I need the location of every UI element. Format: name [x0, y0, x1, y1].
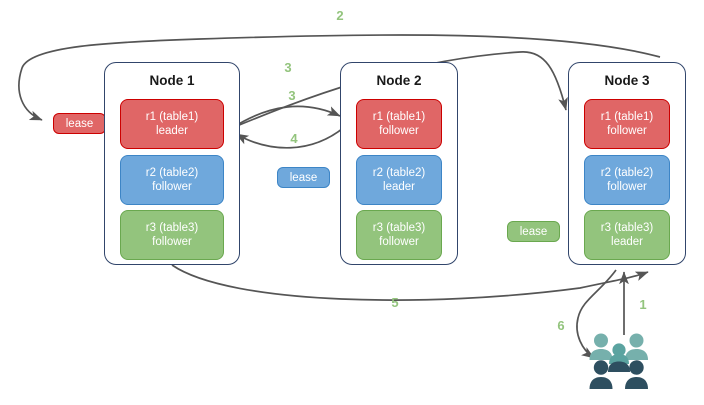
node-title-node2: Node 2 — [376, 73, 422, 88]
step-label-4: 4 — [290, 131, 298, 146]
people-front-center-figure — [608, 361, 630, 372]
replica-role: follower — [379, 236, 419, 248]
node-box-node2[interactable]: Node 2 r1 (table1) follower r2 (table2) … — [340, 62, 458, 265]
node-title-node3: Node 3 — [604, 73, 650, 88]
node-box-node1[interactable]: Node 1 r1 (table1) leader r2 (table2) fo… — [104, 62, 240, 265]
step-label-5: 5 — [391, 295, 399, 310]
replica-node1-r1[interactable]: r1 (table1) leader — [120, 99, 224, 149]
clients-people-icon — [589, 333, 648, 389]
step-label-2: 2 — [336, 8, 344, 23]
replica-node2-r2[interactable]: r2 (table2) leader — [356, 155, 442, 205]
replica-node2-r3[interactable]: r3 (table3) follower — [356, 210, 442, 260]
lease-box-r2[interactable]: lease — [277, 167, 330, 188]
step-label-6: 6 — [557, 318, 565, 333]
replica-role: follower — [152, 181, 192, 193]
replica-name: r3 (table3) — [600, 222, 654, 234]
lease-label: lease — [65, 117, 94, 130]
replica-name: r3 (table3) — [145, 222, 199, 234]
replica-role: follower — [152, 236, 192, 248]
step-label-3-upper: 3 — [284, 60, 292, 75]
replica-role: follower — [379, 125, 419, 137]
people-back-row — [589, 333, 648, 360]
node-title-node1: Node 1 — [149, 73, 195, 88]
step-label-3-lower: 3 — [288, 88, 296, 103]
replica-name: r2 (table2) — [600, 167, 654, 179]
node-box-node3[interactable]: Node 3 r1 (table1) follower r2 (table2) … — [568, 62, 686, 265]
replica-node2-r1[interactable]: r1 (table1) follower — [356, 99, 442, 149]
replica-role: follower — [607, 125, 647, 137]
replica-name: r1 (table1) — [372, 111, 426, 123]
lease-label: lease — [519, 225, 548, 238]
people-middle-figure — [609, 343, 629, 364]
replica-node3-r1[interactable]: r1 (table1) follower — [584, 99, 670, 149]
replica-name: r2 (table2) — [145, 167, 199, 179]
replica-name: r2 (table2) — [372, 167, 426, 179]
people-front-row — [589, 360, 648, 389]
replica-name: r3 (table3) — [372, 222, 426, 234]
lease-label: lease — [289, 171, 318, 184]
replica-node3-r3[interactable]: r3 (table3) leader — [584, 210, 670, 260]
replica-role: leader — [611, 236, 643, 248]
replica-node1-r2[interactable]: r2 (table2) follower — [120, 155, 224, 205]
replica-role: follower — [607, 181, 647, 193]
replica-role: leader — [383, 181, 415, 193]
lease-box-r3[interactable]: lease — [507, 221, 560, 242]
step-label-1: 1 — [639, 297, 647, 312]
replica-name: r1 (table1) — [145, 111, 199, 123]
arrow-step-5 — [171, 264, 649, 301]
lease-box-r1[interactable]: lease — [53, 113, 106, 134]
arrow-step-3-node2 — [231, 105, 341, 129]
replica-name: r1 (table1) — [600, 111, 654, 123]
replica-node3-r2[interactable]: r2 (table2) follower — [584, 155, 670, 205]
replica-role: leader — [156, 125, 188, 137]
replica-node1-r3[interactable]: r3 (table3) follower — [120, 210, 224, 260]
